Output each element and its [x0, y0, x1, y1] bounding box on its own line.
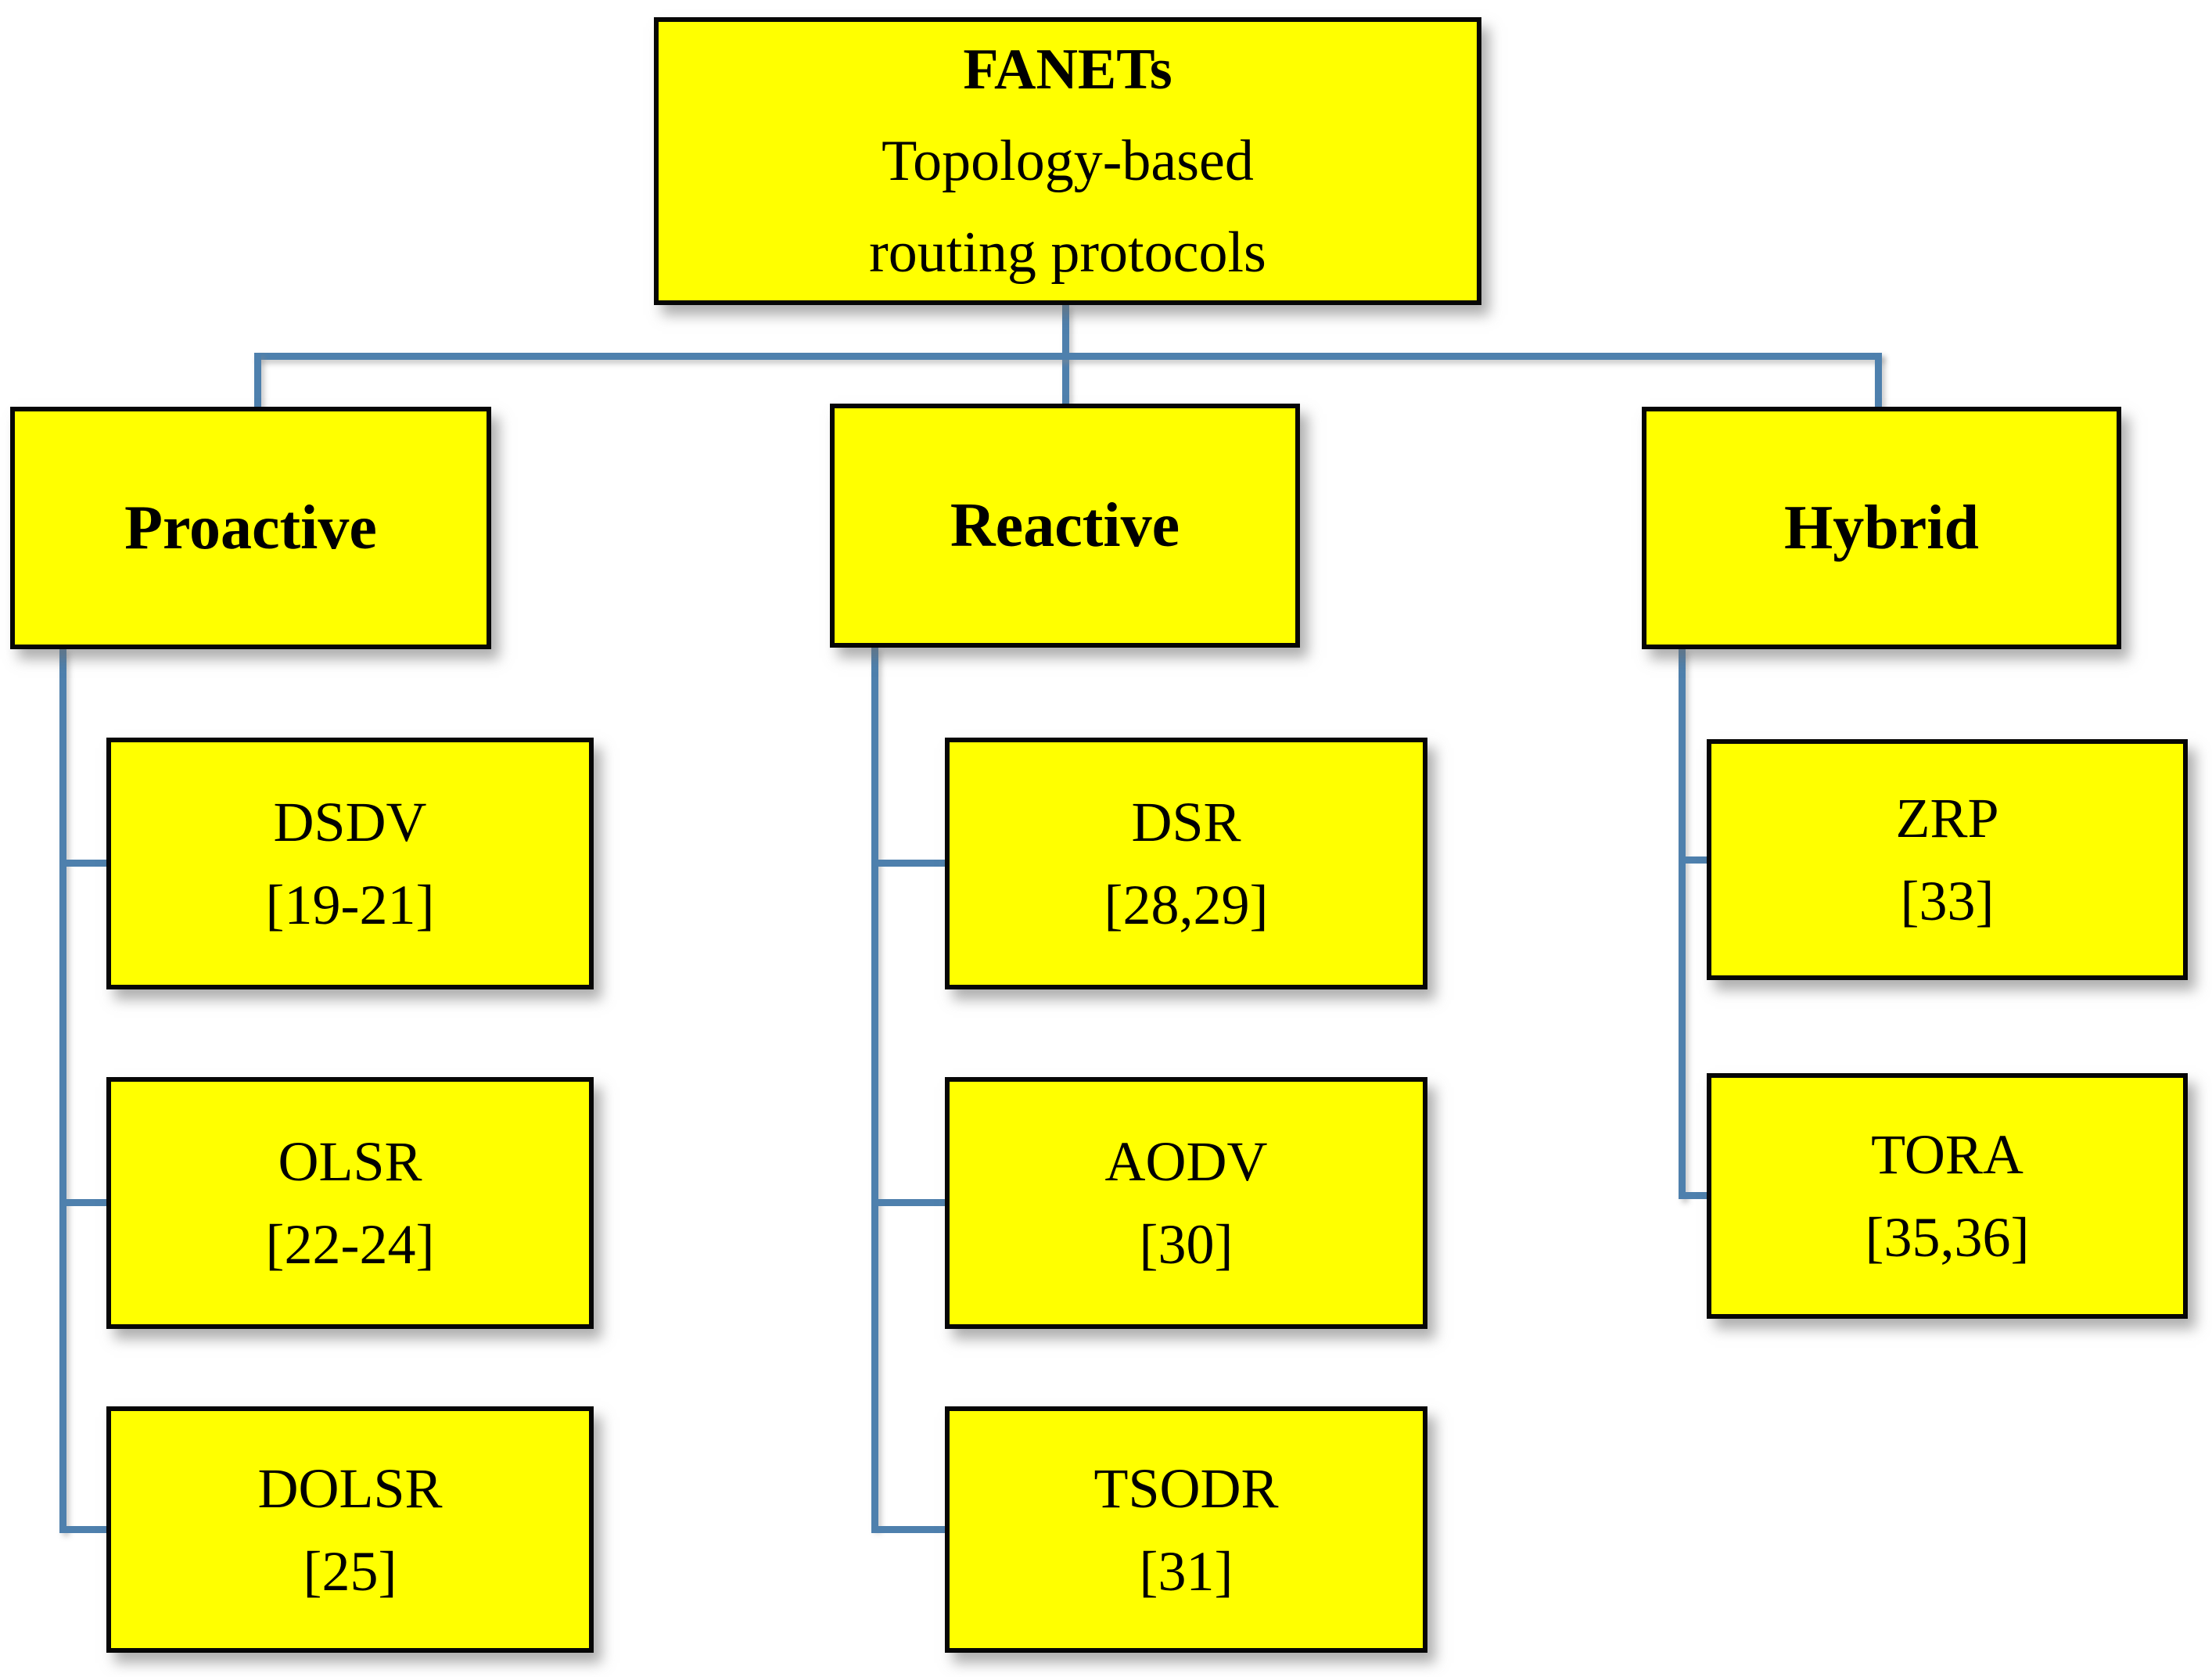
node-category-hybrid: Hybrid: [1642, 407, 2121, 649]
protocol-name: TSODR: [1093, 1456, 1279, 1520]
protocol-name: TORA: [1871, 1123, 2023, 1186]
connector-elbow-aodv: [871, 1199, 950, 1206]
connector-drop-proactive: [254, 353, 261, 410]
connector-proactive-trunk: [59, 648, 66, 1532]
connector-elbow-dolsr: [59, 1526, 111, 1533]
root-subtitle-line2: routing protocols: [869, 220, 1266, 285]
protocol-ref: [19-21]: [265, 874, 435, 936]
protocol-ref: [22-24]: [265, 1213, 435, 1276]
protocol-ref: [28,29]: [1104, 874, 1269, 936]
protocol-ref: [31]: [1139, 1539, 1233, 1603]
protocol-name: OLSR: [278, 1130, 422, 1193]
node-protocol-tora: TORA [35,36]: [1707, 1073, 2188, 1319]
node-protocol-aodv: AODV [30]: [945, 1077, 1427, 1329]
connector-elbow-zrp: [1679, 856, 1711, 864]
protocol-name: DSR: [1131, 791, 1241, 853]
root-subtitle-line1: Topology-based: [882, 128, 1254, 193]
connector-elbow-tsodr: [871, 1526, 950, 1533]
connector-reactive-trunk: [871, 646, 878, 1529]
node-protocol-tsodr: TSODR [31]: [945, 1406, 1427, 1653]
node-category-proactive: Proactive: [10, 407, 491, 649]
protocol-name: AODV: [1104, 1130, 1268, 1193]
node-protocol-dolsr: DOLSR [25]: [106, 1406, 594, 1653]
protocol-name: DOLSR: [257, 1456, 443, 1520]
category-label: Hybrid: [1784, 493, 1979, 562]
protocol-name: DSDV: [273, 791, 427, 853]
connector-main-horizontal: [254, 353, 1882, 360]
connector-elbow-dsr: [871, 860, 950, 867]
connector-drop-hybrid: [1875, 353, 1882, 410]
category-label: Proactive: [124, 493, 377, 562]
node-protocol-dsdv: DSDV [19-21]: [106, 738, 594, 989]
node-fanets-root: FANETs Topology-based routing protocols: [654, 17, 1481, 305]
connector-elbow-tora: [1679, 1192, 1711, 1199]
protocol-name: ZRP: [1895, 787, 1999, 849]
root-title: FANETs: [963, 37, 1172, 102]
category-label: Reactive: [950, 490, 1180, 560]
node-protocol-dsr: DSR [28,29]: [945, 738, 1427, 989]
node-category-reactive: Reactive: [830, 404, 1300, 648]
connector-elbow-dsdv: [59, 860, 111, 867]
protocol-ref: [25]: [303, 1539, 397, 1603]
connector-elbow-olsr: [59, 1199, 111, 1206]
node-protocol-olsr: OLSR [22-24]: [106, 1077, 594, 1329]
node-protocol-zrp: ZRP [33]: [1707, 739, 2188, 980]
connector-hybrid-trunk: [1679, 648, 1686, 1199]
protocol-ref: [30]: [1139, 1213, 1233, 1276]
protocol-ref: [33]: [1900, 870, 1995, 932]
protocol-ref: [35,36]: [1865, 1206, 2030, 1269]
